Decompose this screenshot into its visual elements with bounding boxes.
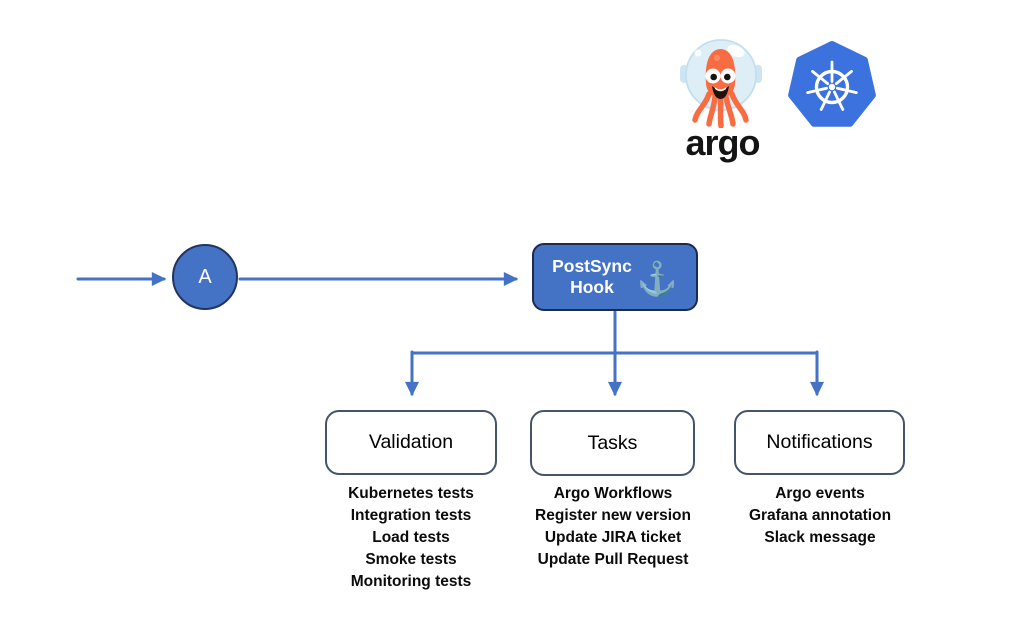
category-title: Tasks (587, 431, 638, 454)
list-item: Argo Workflows (553, 485, 673, 502)
category-box-notifications: Notifications (734, 410, 905, 475)
list-item: Integration tests (350, 507, 472, 524)
postsync-hook-label: PostSync Hook (552, 255, 632, 297)
list-item: Update JIRA ticket (544, 529, 682, 546)
kubernetes-helm-icon (786, 39, 878, 133)
list-item: Kubernetes tests (348, 485, 474, 502)
list-item: Monitoring tests (350, 573, 472, 590)
category-box-validation: Validation (325, 410, 497, 475)
category-box-tasks: Tasks (530, 410, 695, 476)
validation-item-list: Kubernetes tests Integration tests Load … (311, 483, 511, 593)
start-node-a: A (172, 244, 238, 310)
tasks-item-list: Argo Workflows Register new version Upda… (513, 483, 713, 571)
argo-octopus-icon (675, 36, 770, 128)
list-item: Slack message (764, 529, 876, 546)
list-item: Update Pull Request (537, 551, 689, 568)
start-node-label: A (198, 265, 212, 288)
list-item: Load tests (372, 529, 450, 546)
list-item: Smoke tests (365, 551, 457, 568)
category-title: Validation (368, 431, 454, 453)
postsync-hook-node: PostSync Hook ⚓ (532, 243, 698, 311)
anchor-icon: ⚓ (636, 259, 678, 297)
notifications-item-list: Argo events Grafana annotation Slack mes… (720, 483, 920, 549)
list-item: Grafana annotation (748, 507, 892, 524)
category-title: Notifications (766, 431, 873, 453)
list-item: Register new version (535, 507, 691, 524)
list-item: Argo events (775, 485, 865, 502)
argo-wordmark: argo (685, 122, 760, 163)
